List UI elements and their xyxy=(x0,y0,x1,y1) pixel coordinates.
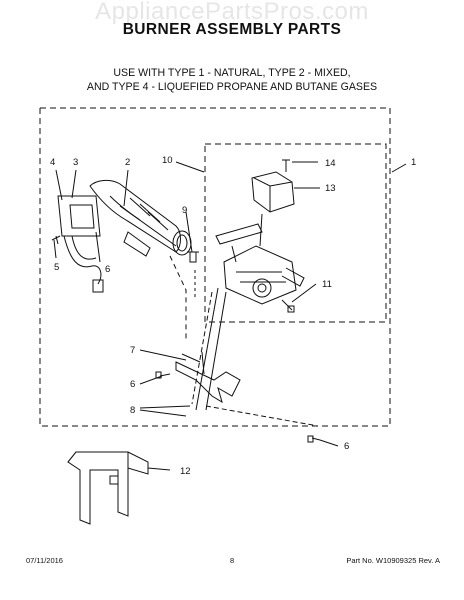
outer-assembly-boundary xyxy=(39,107,391,427)
footer-date: 07/11/2016 xyxy=(26,556,63,565)
callout-8: 8 xyxy=(130,405,135,416)
leader-5 xyxy=(53,239,57,259)
leader-7 xyxy=(139,349,187,361)
footer-part-number: Part No. W10909325 Rev. A xyxy=(346,556,440,565)
callout-6c: 6 xyxy=(344,441,349,452)
subtitle-line-2: AND TYPE 4 - LIQUEFIED PROPANE AND BUTAN… xyxy=(86,81,378,93)
callout-5: 5 xyxy=(54,262,59,273)
leader-6b xyxy=(139,375,163,385)
callout-10: 10 xyxy=(162,155,173,166)
leader-12 xyxy=(147,467,171,471)
subtitle-line-1: USE WITH TYPE 1 - NATURAL, TYPE 2 - MIXE… xyxy=(113,67,351,79)
mounting-bracket-part xyxy=(175,351,241,404)
dashed-connector xyxy=(169,255,187,340)
callout-9: 9 xyxy=(182,205,187,216)
screw-head-6c xyxy=(307,435,314,443)
callout-7: 7 xyxy=(130,345,135,356)
leader-8b xyxy=(139,409,187,417)
burner-bracket-part xyxy=(67,451,149,525)
leader-9 xyxy=(185,211,193,253)
callout-3: 3 xyxy=(73,157,78,168)
leader-10 xyxy=(175,161,205,173)
screw-head-6a xyxy=(155,371,162,379)
support-rod-b xyxy=(205,291,227,411)
callout-4: 4 xyxy=(50,157,55,168)
page-title: BURNER ASSEMBLY PARTS xyxy=(122,21,342,38)
igniter-bracket-part xyxy=(51,195,104,293)
leader-8a xyxy=(139,405,191,409)
callout-11: 11 xyxy=(322,279,332,290)
screw-part-14 xyxy=(282,159,290,172)
burner-tube-part xyxy=(89,179,192,257)
gas-valve-part xyxy=(215,223,305,305)
support-rod-a xyxy=(195,287,219,411)
leader-2 xyxy=(123,169,129,207)
leader-6a-line xyxy=(95,231,101,263)
subtitle: USE WITH TYPE 1 - NATURAL, TYPE 2 - MIXE… xyxy=(0,66,464,94)
watermark: AppliancePartsPros.com xyxy=(95,0,369,25)
callout-12: 12 xyxy=(180,466,191,477)
callout-2: 2 xyxy=(125,157,130,168)
leader-6c xyxy=(319,439,339,447)
leader-4 xyxy=(55,169,63,201)
screw-part-9 xyxy=(187,251,199,263)
solenoid-coil-part xyxy=(251,171,295,247)
leader-1 xyxy=(391,163,407,173)
callout-1: 1 xyxy=(411,157,416,168)
leader-3 xyxy=(71,169,77,199)
footer-page-number: 8 xyxy=(230,556,235,565)
callout-14: 14 xyxy=(325,158,336,169)
screw-part-11 xyxy=(281,299,295,313)
callout-6a: 6 xyxy=(105,264,110,275)
callout-6b: 6 xyxy=(130,379,135,390)
callout-13: 13 xyxy=(325,183,336,194)
valve-assembly-boundary xyxy=(204,143,387,323)
support-rod-c xyxy=(191,291,319,427)
leader-11 xyxy=(291,283,317,303)
